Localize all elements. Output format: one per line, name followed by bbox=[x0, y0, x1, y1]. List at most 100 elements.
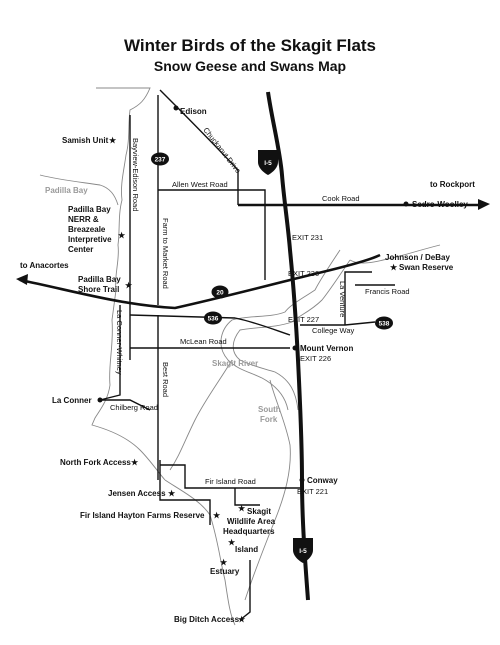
label-north-fork-access: North Fork Access bbox=[60, 458, 131, 467]
hayton-star-icon: ★ bbox=[213, 511, 221, 520]
sr237-shield: 237 bbox=[151, 152, 169, 166]
label-fir-island-road: Fir Island Road bbox=[205, 477, 256, 486]
estuary-star-icon: ★ bbox=[220, 558, 228, 567]
label-nerr-5: Center bbox=[68, 245, 93, 254]
chilberg-road-line bbox=[100, 399, 151, 411]
coastline bbox=[91, 87, 166, 481]
samish-star-icon: ★ bbox=[109, 136, 117, 145]
label-hq-2: Wildlife Area bbox=[227, 517, 276, 526]
label-to-anacortes: to Anacortes bbox=[20, 261, 69, 270]
label-best: Best Road bbox=[161, 362, 170, 397]
la-venture-line bbox=[344, 271, 372, 325]
label-chuckanut: Chuckanut Drive bbox=[201, 126, 242, 175]
big-ditch-road bbox=[239, 560, 251, 621]
hq-road bbox=[234, 488, 260, 506]
to-anacortes-arrow bbox=[16, 274, 28, 285]
label-chilberg: Chilberg Road bbox=[110, 403, 158, 412]
to-rockport-arrow bbox=[478, 199, 490, 210]
label-jensen-access: Jensen Access bbox=[108, 489, 166, 498]
edison-marker bbox=[173, 105, 179, 111]
label-estuary: Estuary bbox=[210, 567, 240, 576]
svg-text:I-5: I-5 bbox=[264, 160, 272, 167]
label-shore-trail-1: Padilla Bay bbox=[78, 275, 121, 284]
i5-shield-north: I-5 bbox=[258, 150, 278, 175]
label-padilla-bay: Padilla Bay bbox=[45, 186, 88, 195]
label-hq-1: Skagit bbox=[247, 507, 271, 516]
label-samish-unit: Samish Unit bbox=[62, 136, 109, 145]
label-bayview-edison: Bayview-Edison Road bbox=[131, 138, 140, 211]
label-allen-west: Allen West Road bbox=[172, 180, 228, 189]
label-south-fork-1: South bbox=[258, 405, 281, 414]
i5-shield-south: I-5 bbox=[293, 538, 313, 563]
allen-west-road-line bbox=[158, 189, 266, 280]
sr536-line bbox=[129, 314, 291, 336]
label-mclean: McLean Road bbox=[180, 337, 227, 346]
label-exit-227: EXIT 227 bbox=[288, 315, 319, 324]
sedro-woolley-marker bbox=[403, 201, 409, 207]
jensen-star-icon: ★ bbox=[168, 489, 176, 498]
i5-freeway bbox=[266, 91, 310, 601]
coastline-south bbox=[164, 479, 236, 626]
label-exit-231: EXIT 231 bbox=[292, 233, 323, 242]
fir-island-road-line bbox=[160, 464, 300, 489]
north-fork-star-icon: ★ bbox=[131, 458, 139, 467]
label-fir-island-hayton: Fir Island Hayton Farms Reserve bbox=[80, 511, 205, 520]
label-conway: Conway bbox=[307, 476, 338, 485]
shore-trail-star-icon: ★ bbox=[125, 281, 133, 290]
label-la-conner: La Conner bbox=[52, 396, 92, 405]
big-ditch-star-icon: ★ bbox=[238, 615, 246, 624]
johnson-star-icon: ★ bbox=[390, 263, 398, 272]
label-shore-trail-2: Shore Trail bbox=[78, 285, 119, 294]
sr538-shield: 538 bbox=[375, 316, 393, 330]
label-nerr-1: Padilla Bay bbox=[68, 205, 111, 214]
label-to-rockport: to Rockport bbox=[430, 180, 475, 189]
north-fork bbox=[169, 359, 233, 471]
map-title: Winter Birds of the Skagit Flats bbox=[123, 36, 377, 55]
svg-text:538: 538 bbox=[379, 321, 390, 328]
label-la-conner-whitney: La Conner-Whitney bbox=[115, 310, 124, 375]
sr536-shield: 536 bbox=[204, 311, 222, 325]
svg-text:536: 536 bbox=[208, 316, 219, 323]
label-exit-230: EXIT 230 bbox=[288, 269, 319, 278]
mount-vernon-marker bbox=[292, 345, 298, 351]
sr20-highway bbox=[19, 253, 381, 310]
label-south-fork-2: Fork bbox=[260, 415, 278, 424]
sr20-shield: 20 bbox=[211, 285, 229, 299]
label-francis: Francis Road bbox=[365, 287, 410, 296]
label-island: Island bbox=[235, 545, 258, 554]
nerr-star-icon: ★ bbox=[118, 231, 126, 240]
south-fork bbox=[244, 379, 291, 601]
label-skagit-river: Skagit River bbox=[212, 359, 258, 368]
label-hq-3: Headquarters bbox=[223, 527, 275, 536]
la-conner-whitney-line bbox=[99, 305, 121, 401]
skagit-river-north-bank bbox=[220, 249, 341, 411]
label-mount-vernon: Mount Vernon bbox=[300, 344, 353, 353]
conway-marker bbox=[299, 477, 305, 483]
label-college-way: College Way bbox=[312, 326, 354, 335]
label-nerr-2: NERR & bbox=[68, 215, 99, 224]
label-johnson-2: Swan Reserve bbox=[399, 263, 454, 272]
map-subtitle: Snow Geese and Swans Map bbox=[153, 58, 347, 74]
island-star-icon: ★ bbox=[228, 538, 236, 547]
hq-star-icon: ★ bbox=[238, 504, 246, 513]
svg-text:I-5: I-5 bbox=[299, 548, 307, 555]
label-cook: Cook Road bbox=[322, 194, 360, 203]
label-sedro-woolley: Sedro-Woolley bbox=[412, 200, 468, 209]
label-la-venture: La Venture bbox=[338, 281, 347, 317]
label-edison: Edison bbox=[180, 107, 207, 116]
label-big-ditch: Big Ditch Access bbox=[174, 615, 240, 624]
svg-text:237: 237 bbox=[155, 157, 166, 164]
label-farm-to-market: Farm to Market Road bbox=[161, 218, 170, 289]
label-exit-226: EXIT 226 bbox=[300, 354, 331, 363]
la-conner-marker bbox=[97, 397, 103, 403]
north-fork-connector bbox=[159, 460, 211, 525]
label-johnson-1: Johnson / DeBay bbox=[385, 253, 450, 262]
label-nerr-4: Interpretive bbox=[68, 235, 112, 244]
label-nerr-3: Breazeale bbox=[68, 225, 106, 234]
chuckanut-drive-line bbox=[159, 89, 239, 205]
svg-text:20: 20 bbox=[216, 290, 224, 297]
label-exit-221: EXIT 221 bbox=[297, 487, 328, 496]
skagit-river-south-bank bbox=[232, 259, 351, 411]
padilla-shore bbox=[39, 174, 119, 206]
